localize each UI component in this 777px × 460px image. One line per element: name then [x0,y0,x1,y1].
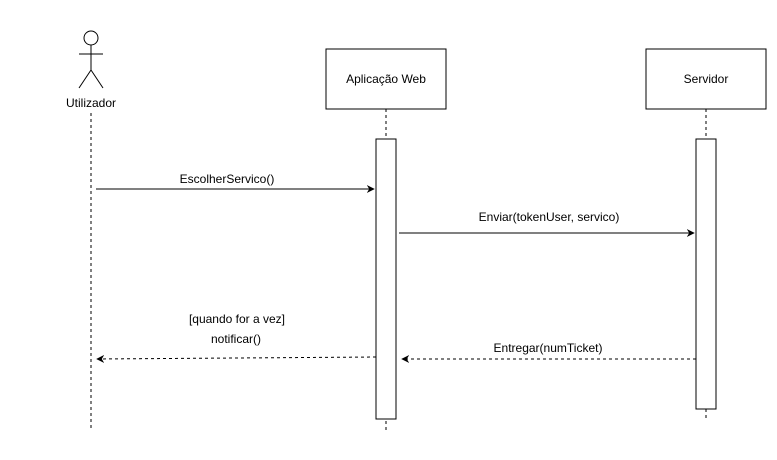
activation-bar-aplicacao-web [375,138,397,420]
activation-bar-servidor [695,138,717,410]
message-entregar: Entregar(numTicket) [401,341,696,363]
message-label: Entregar(numTicket) [494,341,603,355]
message-guard-label: [quando for a vez] [189,312,285,326]
message-notificar: [quando for a vez] notificar() [96,312,377,363]
participant-servidor: Servidor [645,48,767,110]
actor-utilizador: Utilizador [66,30,116,110]
message-label: EscolherServico() [180,172,275,186]
message-enviar: Enviar(tokenUser, servico) [399,210,695,237]
participant-label: Aplicação Web [346,72,426,86]
message-label: Enviar(tokenUser, servico) [479,210,620,224]
participant-label: Servidor [684,72,729,86]
stick-figure-icon [78,30,104,89]
message-escolher-servico: EscolherServico() [96,172,375,193]
participant-aplicacao-web: Aplicação Web [325,48,447,110]
message-label: notificar() [211,332,261,346]
actor-label: Utilizador [66,96,116,110]
message-arrow [96,354,377,363]
participant-box [645,48,767,110]
participant-box [325,48,447,110]
